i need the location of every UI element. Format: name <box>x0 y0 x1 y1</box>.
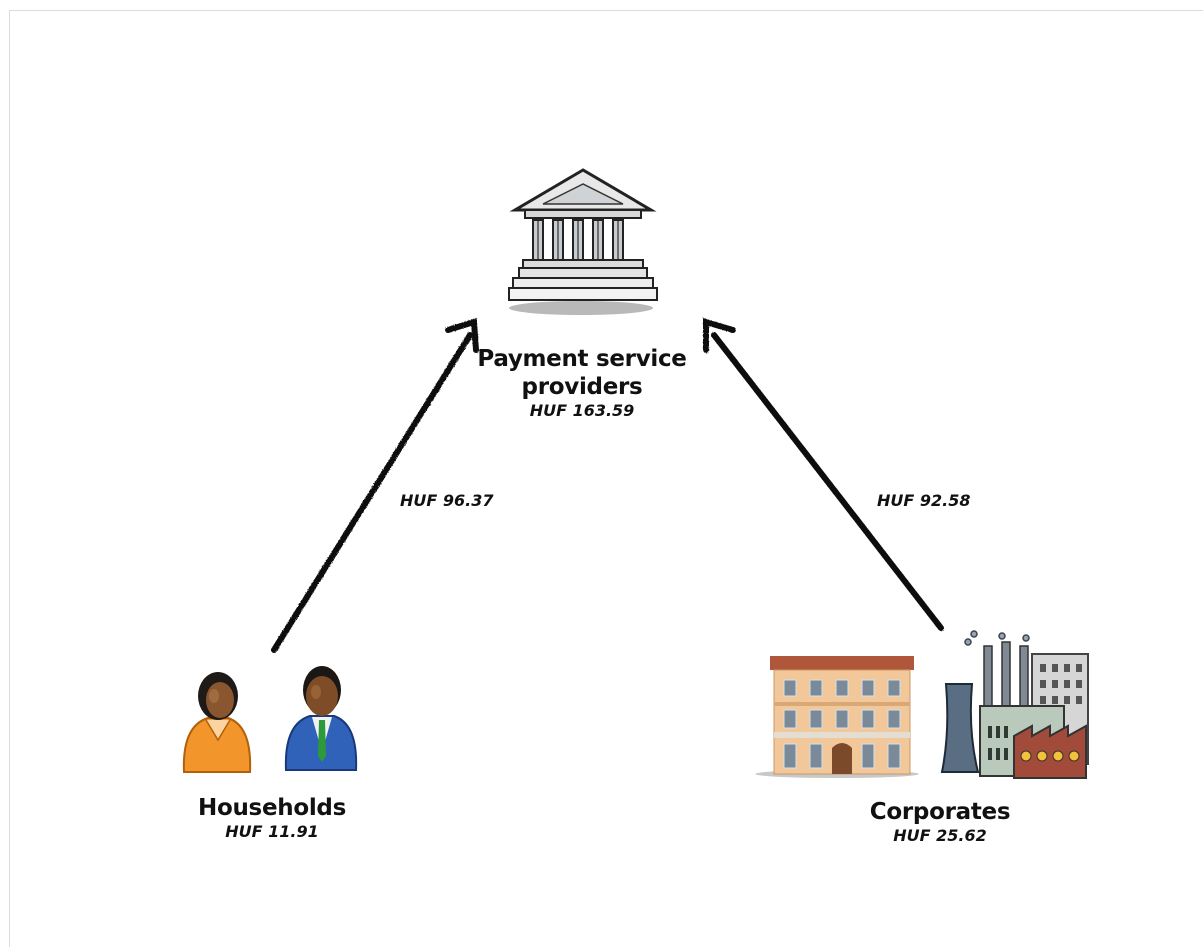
households-title: Households <box>198 795 346 821</box>
corporates-title: Corporates <box>869 799 1011 825</box>
households-label: Households HUF 11.91 <box>142 794 402 842</box>
factory-icon <box>940 630 1089 779</box>
psp-title-line1: Payment service <box>477 346 687 372</box>
flow-value-households-to-psp: HUF 96.37 <box>400 491 494 510</box>
psp-title-line2: providers <box>521 374 643 400</box>
flow-value-corporates-to-psp: HUF 92.58 <box>877 491 971 510</box>
office-and-factory-icon <box>755 630 1089 779</box>
flow-arrow-corporates-to-psp <box>703 317 944 631</box>
corporates-label: Corporates HUF 25.62 <box>810 798 1070 846</box>
woman-icon <box>182 672 252 773</box>
people-icon <box>182 666 358 773</box>
diagram-frame <box>9 10 1203 947</box>
man-icon <box>284 666 358 771</box>
psp-title: Payment service providers <box>432 345 732 401</box>
households-value: HUF 11.91 <box>225 822 319 841</box>
office-building-icon <box>755 656 919 778</box>
corporates-value: HUF 25.62 <box>893 826 987 845</box>
psp-value: HUF 163.59 <box>529 401 635 420</box>
flow-arrow-households-to-psp <box>271 318 479 653</box>
bank-building-icon <box>508 168 658 315</box>
psp-label: Payment service providers HUF 163.59 <box>432 345 732 421</box>
